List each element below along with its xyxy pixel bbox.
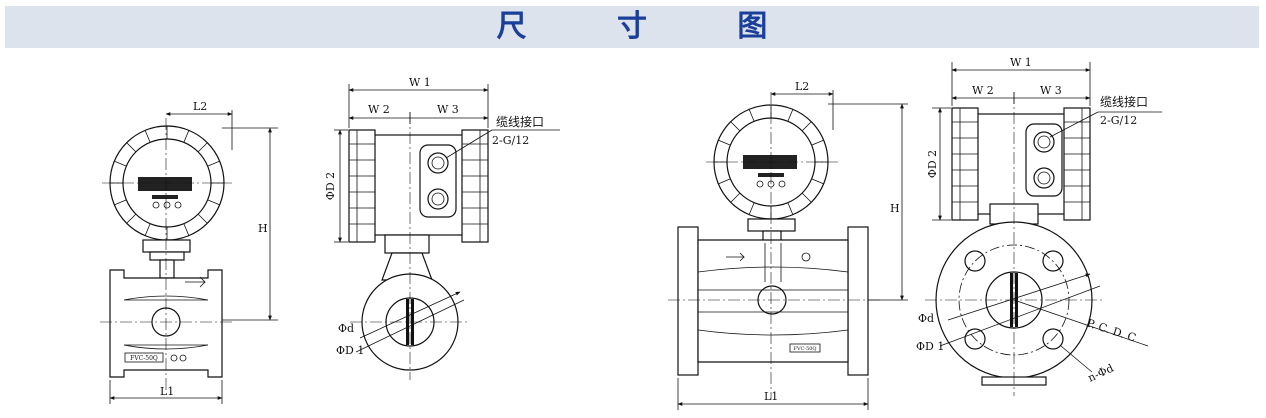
small-side-dim-d: Φd <box>338 322 354 335</box>
small-front-dim-L2: L2 <box>193 100 207 113</box>
large-front-dim-L2: L2 <box>795 80 809 93</box>
large-side-dim-d: Φd <box>918 312 934 325</box>
title-bar: 尺 寸 图 <box>5 6 1259 48</box>
large-side-dim-nd: n-Φd <box>1086 362 1116 385</box>
large-front-dim-H: H <box>890 202 900 215</box>
large-side-cable-spec: 2-G/12 <box>1100 114 1137 127</box>
small-side-cable-spec: 2-G/12 <box>492 134 529 147</box>
large-side-dim-W2: W 2 <box>972 84 994 97</box>
large-side-view: W 1 W 2 W 3 ΦD 2 缆线接口 2-G/12 Φd ΦD 1 P. … <box>916 56 1162 396</box>
small-front-dim-L1: L1 <box>160 385 174 398</box>
small-side-view: W 1 W 2 W 3 ΦD 2 缆线接口 2-G/12 Φd ΦD 1 <box>324 76 560 380</box>
large-side-dim-D2: ΦD 2 <box>926 150 939 178</box>
small-side-dim-D1: ΦD 1 <box>336 344 364 357</box>
small-front-view: FVC-50Q L2 H L1 <box>100 100 278 404</box>
large-side-dim-W1: W 1 <box>1010 56 1032 69</box>
small-side-dim-W3: W 3 <box>437 103 459 116</box>
large-side-dim-W3: W 3 <box>1040 84 1062 97</box>
large-front-view: FVC-50Q L2 H L1 <box>668 80 908 410</box>
page-title: 尺 寸 图 <box>496 9 808 44</box>
small-side-dim-D2: ΦD 2 <box>324 172 337 200</box>
small-side-cable-label: 缆线接口 <box>496 114 544 129</box>
small-front-dim-H: H <box>258 222 268 235</box>
large-front-dim-L1: L1 <box>764 390 778 403</box>
small-side-dim-W2: W 2 <box>368 103 390 116</box>
large-front-plate: FVC-50Q <box>793 346 816 352</box>
small-front-plate: FVC-50Q <box>130 355 158 362</box>
large-side-dim-D1: ΦD 1 <box>916 340 944 353</box>
large-side-dim-pcd: P. C. D. C <box>1085 316 1138 344</box>
small-side-dim-W1: W 1 <box>409 76 431 89</box>
large-side-cable-label: 缆线接口 <box>1100 94 1148 109</box>
